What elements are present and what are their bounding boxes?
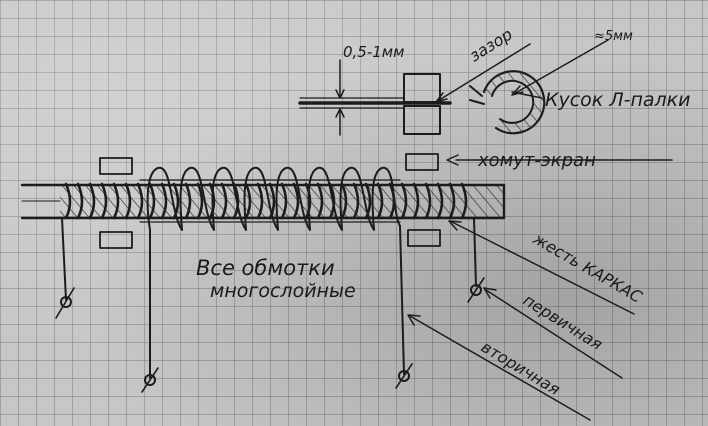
- clamp-left-top: [99, 157, 133, 175]
- terminal-primary-right: [470, 284, 482, 296]
- note-line-1: Все обмотки: [196, 256, 335, 280]
- secondary-label: вторичная: [478, 337, 564, 399]
- terminal-primary-left: [60, 296, 72, 308]
- terminal-secondary-left: [144, 374, 156, 386]
- clamp-right-bottom: [407, 229, 441, 247]
- lead-primary-left: [61, 217, 67, 301]
- primary-label: первичная: [520, 290, 606, 354]
- gap-size-label: 0,5-1мм: [343, 43, 404, 61]
- rod-piece-bottom: [403, 105, 441, 135]
- gap-leader-line: [435, 43, 531, 103]
- note-line-2: многослойные: [210, 280, 356, 302]
- frame-label: жесть КАРКАС: [529, 229, 646, 308]
- piece-label: Кусок Л-палки: [545, 89, 691, 111]
- frame-leader-line: [451, 221, 635, 315]
- gap-label: зазор: [466, 24, 516, 65]
- gap-detail: 0,5-1мм: [298, 43, 452, 136]
- size-label: ≈5мм: [594, 29, 633, 44]
- clamp-shields: [99, 153, 441, 249]
- lead-secondary-right: [399, 225, 405, 375]
- clamp-left-bottom: [99, 231, 133, 249]
- size-leader-line: [511, 39, 609, 96]
- lead-primary-right: [473, 217, 477, 287]
- terminal-secondary-right: [398, 370, 410, 382]
- terminals: [55, 217, 485, 393]
- secondary-leader-line: [409, 315, 591, 421]
- ring-cross-section: [469, 70, 546, 135]
- rod-piece-top: [403, 73, 441, 103]
- clamp-right-top: [405, 153, 439, 171]
- primary-leader-line: [485, 289, 623, 379]
- clamp-label: хомут-экран: [477, 150, 596, 171]
- primary-winding: [64, 182, 468, 220]
- secondary-winding: [139, 166, 401, 231]
